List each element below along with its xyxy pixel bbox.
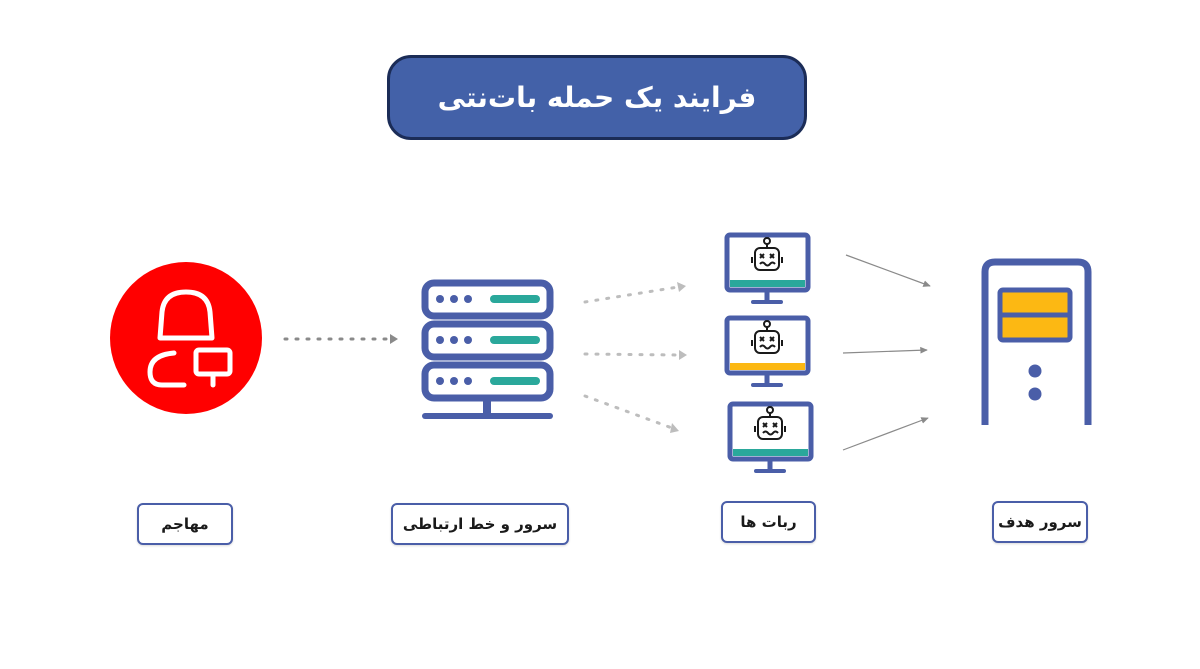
diagram-title: فرایند یک حمله بات‌نتی — [387, 55, 807, 140]
arrows-bots-target — [842, 254, 931, 451]
target-server-label: سرور هدف — [992, 501, 1088, 543]
target-server-icon — [981, 258, 1092, 425]
attacker-icon — [110, 262, 262, 414]
bots-label: ربات ها — [721, 501, 816, 543]
server-stack-icon — [421, 279, 554, 419]
cc-server-label: سرور و خط ارتباطی — [391, 503, 569, 545]
bot-monitor-icon — [724, 232, 811, 304]
arrows-server-bots — [583, 285, 682, 430]
attacker-label: مهاجم — [137, 503, 233, 545]
bot-monitor-icon — [724, 315, 811, 387]
bot-monitor-icon — [727, 401, 814, 473]
